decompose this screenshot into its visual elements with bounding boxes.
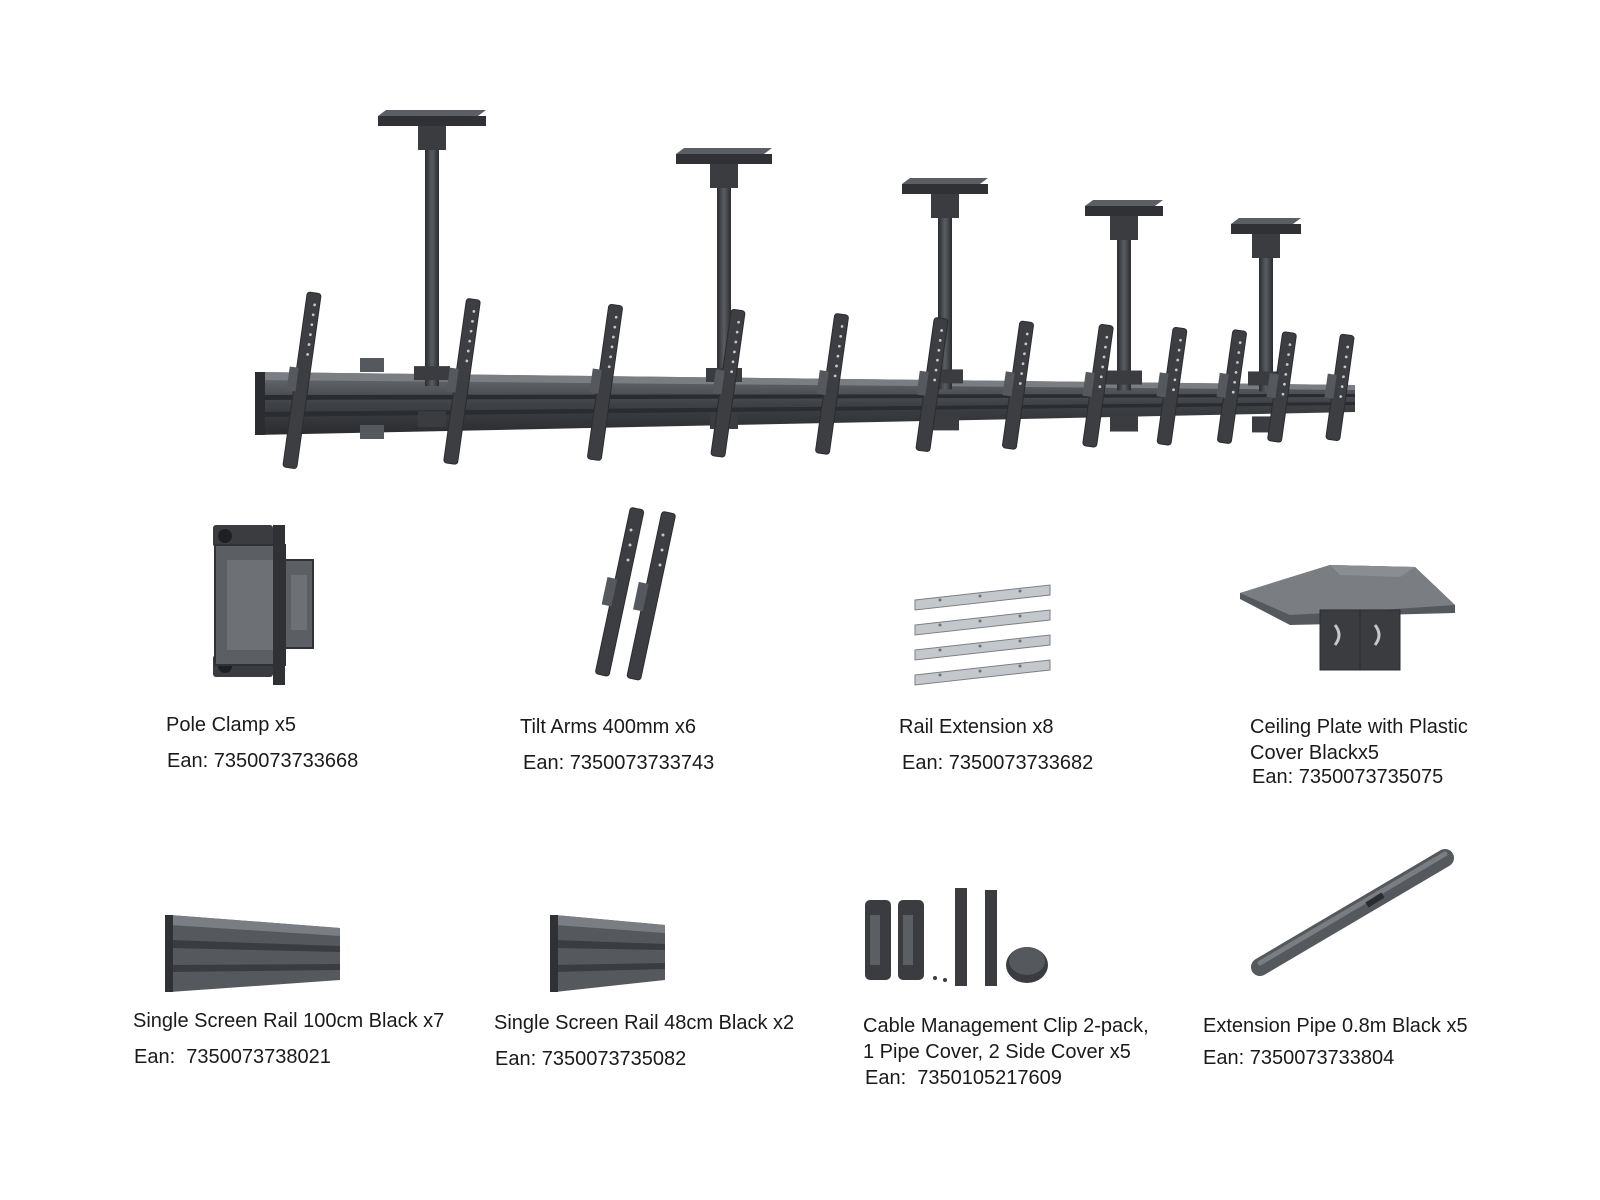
pole-bracket: [1252, 234, 1280, 258]
tilt-arms-title: Tilt Arms 400mm x6: [520, 716, 696, 738]
ceiling-plate: [1231, 218, 1301, 224]
pole-clamp: [931, 414, 959, 431]
rail-extension-icon: [914, 584, 1051, 686]
pole-clamp-icon: [213, 525, 314, 685]
main-rail-groove: [255, 394, 1355, 400]
screen-rail-100cm-ean: Ean: 7350073738021: [134, 1046, 331, 1068]
pole-clamp: [418, 411, 446, 428]
ceiling-plate-title-line2: Cover Blackx5: [1250, 742, 1379, 764]
pole-bracket: [418, 126, 446, 150]
tilt-arm: [443, 298, 481, 465]
cable-management-clip-icon: [865, 888, 1048, 986]
ceiling-plate: [1085, 206, 1163, 216]
ceiling-plate: [902, 184, 988, 194]
extension-pipe-ean: Ean: 7350073733804: [1203, 1047, 1395, 1069]
ceiling-plate: [676, 148, 772, 154]
ceiling-plate: [378, 116, 486, 126]
tilt-arm: [1266, 331, 1297, 443]
rail-clamp: [360, 425, 384, 439]
tilt-arms-ean: Ean: 7350073733743: [523, 752, 715, 774]
ceiling-plate-icon: [1240, 565, 1455, 671]
tilt-arm: [1082, 323, 1114, 448]
main-rail: [255, 372, 1355, 435]
rail-clamp: [360, 358, 384, 372]
cable-clip-ean: Ean: 7350105217609: [865, 1067, 1062, 1089]
ceiling-plate: [676, 154, 772, 164]
pole-clamp-title: Pole Clamp x5: [166, 714, 297, 736]
screen-rail-48cm-title: Single Screen Rail 48cm Black x2: [494, 1012, 795, 1034]
main-rail-groove: [255, 402, 1355, 417]
ceiling-mounted-menu-board-rail-icon: [255, 110, 1355, 469]
tilt-arm: [1216, 329, 1247, 444]
pole-clamp: [1110, 415, 1138, 432]
cable-clip-title-line1: Cable Management Clip 2-pack,: [863, 1015, 1149, 1037]
rail-end-cap: [255, 372, 265, 435]
tilt-arm: [710, 308, 746, 458]
extension-pipe-title: Extension Pipe 0.8m Black x5: [1203, 1015, 1468, 1037]
ceiling-plate-title-line1: Ceiling Plate with Plastic: [1250, 716, 1468, 738]
tilt-arm: [587, 303, 623, 461]
pole: [425, 150, 439, 387]
screen-rail-100cm-icon: [165, 915, 340, 992]
tilt-arm: [815, 313, 849, 455]
extension-pipe-icon: [1251, 849, 1454, 976]
tilt-arm: [1156, 326, 1188, 446]
ceiling-plate: [1085, 200, 1163, 206]
pole: [1117, 240, 1131, 391]
tilt-arms-icon: [595, 507, 676, 681]
tilt-arm: [1324, 333, 1355, 441]
pole-clamp: [414, 366, 450, 381]
ceiling-plate: [902, 178, 988, 184]
screen-rail-48cm-ean: Ean: 7350073735082: [495, 1048, 687, 1070]
tilt-arm: [1002, 320, 1034, 450]
pole-bracket: [710, 164, 738, 188]
pole-bracket: [931, 194, 959, 218]
pole-clamp: [1106, 370, 1142, 385]
screen-rail-48cm-icon: [550, 915, 665, 992]
pole-clamp-ean: Ean: 7350073733668: [167, 750, 359, 772]
rail-extension-ean: Ean: 7350073733682: [902, 752, 1094, 774]
cable-clip-title-line2: 1 Pipe Cover, 2 Side Cover x5: [863, 1041, 1131, 1063]
tilt-arm: [282, 291, 322, 469]
ceiling-plate-ean: Ean: 7350073735075: [1252, 766, 1444, 788]
main-rail-highlight: [255, 372, 1355, 390]
tilt-arm: [915, 317, 949, 452]
ceiling-plate: [1231, 224, 1301, 234]
pole-bracket: [1110, 216, 1138, 240]
rail-extension-title: Rail Extension x8: [899, 716, 1054, 738]
pole: [1259, 258, 1273, 392]
screen-rail-100cm-title: Single Screen Rail 100cm Black x7: [133, 1010, 445, 1032]
ceiling-plate: [378, 110, 486, 116]
